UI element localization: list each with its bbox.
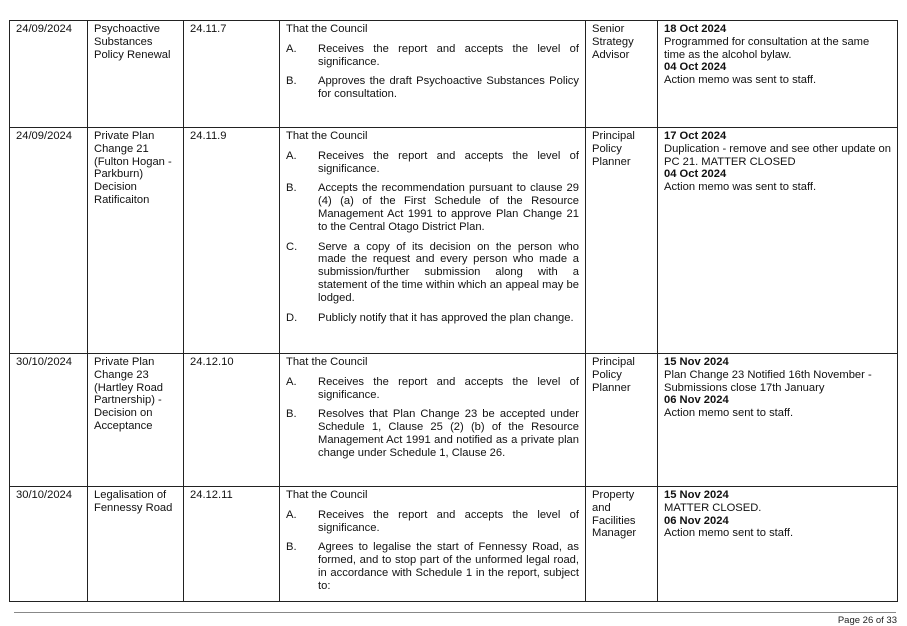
item-title-cell: Legalisation of Fennessy Road [87,486,184,602]
responsible-officer-cell: Property and Facilities Manager [585,486,658,602]
resolution-cell: That the Council A. Receives the report a… [279,127,586,354]
resolution-item: C. Serve a copy of its decision on the pe… [286,241,579,305]
resolution-letter: B. [286,75,297,88]
resolution-text: Receives the report and accepts the leve… [318,508,579,534]
resolution-item: B. Resolves that Plan Change 23 be accept… [286,408,579,459]
responsible-officer: Principal Policy Planner [592,356,635,394]
resolution-letter: C. [286,240,298,253]
resolution-letter: A. [286,375,297,388]
resolution-item: B. Approves the draft Psychoactive Substa… [286,75,579,101]
resolution-text: Serve a copy of its decision on the pers… [318,240,579,304]
update-date: 15 Nov 2024 [664,489,729,501]
item-title-cell: Private Plan Change 23 (Hartley Road Par… [87,353,184,487]
action-update-cell: 18 Oct 2024 Programmed for consultation … [657,20,898,128]
item-title: Private Plan Change 21 (Fulton Hogan - P… [94,130,172,206]
action-update-cell: 15 Nov 2024 Plan Change 23 Notified 16th… [657,353,898,487]
resolution-number: 24.11.9 [190,130,227,142]
action-table: 24/09/2024 Psychoactive Substances Polic… [9,20,898,602]
resolution-text: Resolves that Plan Change 23 be accepted… [318,408,579,459]
meeting-date-cell: 30/10/2024 [9,486,88,602]
meeting-date: 30/10/2024 [16,356,72,368]
responsible-officer-cell: Principal Policy Planner [585,353,658,487]
resolution-cell: That the Council A. Receives the report a… [279,20,586,128]
update-date: 06 Nov 2024 [664,394,729,407]
resolution-item: D. Publicly notify that it has approved t… [286,312,579,325]
update-date: 17 Oct 2024 [664,130,727,142]
meeting-date: 24/09/2024 [16,130,72,142]
footer-divider [14,612,896,613]
responsible-officer: Senior Strategy Advisor [592,23,634,61]
responsible-officer: Principal Policy Planner [592,130,635,168]
update-note: MATTER CLOSED. [664,501,762,514]
resolution-cell: That the Council A. Receives the report a… [279,486,586,602]
resolution-letter: B. [286,182,297,195]
table-row: 24/09/2024 Private Plan Change 21 (Fulto… [9,127,898,354]
resolution-text: Publicly notify that it has approved the… [318,311,574,324]
resolution-item: B. Accepts the recommendation pursuant to… [286,182,579,233]
resolution-letter: B. [286,541,297,554]
resolution-item: A. Receives the report and accepts the le… [286,43,579,69]
meeting-date: 24/09/2024 [16,23,72,35]
update-date: 18 Oct 2024 [664,23,727,35]
update-date: 06 Nov 2024 [664,514,729,527]
resolution-number-cell: 24.12.10 [183,353,280,487]
update-note: Plan Change 23 Notified 16th November - … [664,368,872,394]
resolution-number-cell: 24.11.9 [183,127,280,354]
resolution-number: 24.12.11 [190,489,233,501]
responsible-officer-cell: Senior Strategy Advisor [585,20,658,128]
resolution-intro: That the Council [286,23,368,35]
resolution-item: A. Receives the report and accepts the le… [286,376,579,402]
update-note: Action memo sent to staff. [664,407,794,420]
resolution-letter: A. [286,508,297,521]
resolution-number: 24.12.10 [190,356,234,368]
meeting-date-cell: 24/09/2024 [9,127,88,354]
resolution-number-cell: 24.12.11 [183,486,280,602]
update-date: 15 Nov 2024 [664,356,729,368]
resolution-text: Approves the draft Psychoactive Substanc… [318,75,579,101]
meeting-date: 30/10/2024 [16,489,72,501]
update-date: 04 Oct 2024 [664,168,727,181]
resolution-intro: That the Council [286,489,368,501]
meeting-date-cell: 30/10/2024 [9,353,88,487]
resolution-item: B. Agrees to legalise the start of Fennes… [286,541,579,592]
resolution-letter: B. [286,408,297,421]
update-note: Programmed for consultation at the same … [664,35,870,61]
item-title: Psychoactive Substances Policy Renewal [94,23,171,61]
resolution-number-cell: 24.11.7 [183,20,280,128]
responsible-officer-cell: Principal Policy Planner [585,127,658,354]
resolution-text: Receives the report and accepts the leve… [318,375,579,401]
item-title: Legalisation of Fennessy Road [94,489,173,514]
item-title-cell: Private Plan Change 21 (Fulton Hogan - P… [87,127,184,354]
resolution-text: Receives the report and accepts the leve… [318,149,579,175]
item-title: Private Plan Change 23 (Hartley Road Par… [94,356,164,432]
resolution-intro: That the Council [286,356,368,368]
table-row: 24/09/2024 Psychoactive Substances Polic… [9,20,898,128]
resolution-item: A. Receives the report and accepts the le… [286,509,579,535]
resolution-intro: That the Council [286,130,368,142]
page-number: Page 26 of 33 [837,615,897,626]
resolution-letter: D. [286,311,298,324]
resolution-text: Agrees to legalise the start of Fennessy… [318,541,579,592]
resolution-letter: A. [286,149,297,162]
meeting-date-cell: 24/09/2024 [9,20,88,128]
resolution-letter: A. [286,42,297,55]
action-update-cell: 15 Nov 2024 MATTER CLOSED. 06 Nov 2024 A… [657,486,898,602]
update-note: Duplication - remove and see other updat… [664,142,892,168]
resolution-cell: That the Council A. Receives the report a… [279,353,586,487]
update-note: Action memo sent to staff. [664,527,794,540]
responsible-officer: Property and Facilities Manager [592,489,637,540]
update-note: Action memo was sent to staff. [664,181,817,194]
item-title-cell: Psychoactive Substances Policy Renewal [87,20,184,128]
resolution-text: Accepts the recommendation pursuant to c… [318,182,579,233]
action-update-cell: 17 Oct 2024 Duplication - remove and see… [657,127,898,354]
table-row: 30/10/2024 Legalisation of Fennessy Road… [9,486,898,602]
resolution-item: A. Receives the report and accepts the le… [286,150,579,176]
resolution-text: Receives the report and accepts the leve… [318,42,579,68]
table-row: 30/10/2024 Private Plan Change 23 (Hartl… [9,353,898,487]
update-date: 04 Oct 2024 [664,61,727,74]
update-note: Action memo was sent to staff. [664,74,817,87]
resolution-number: 24.11.7 [190,23,227,35]
